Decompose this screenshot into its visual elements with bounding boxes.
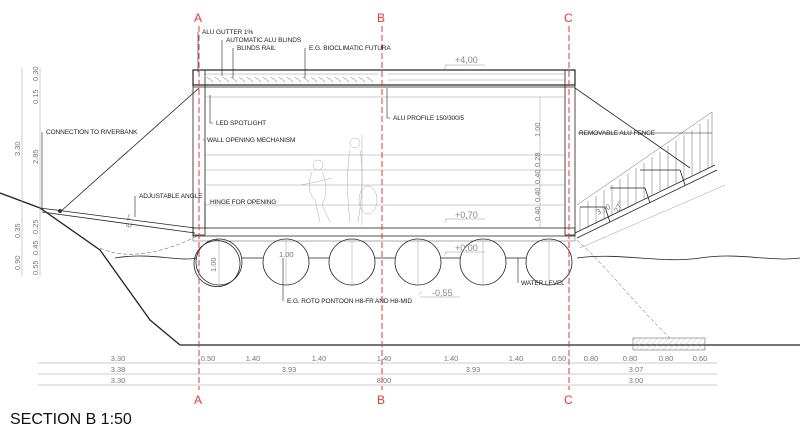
- right-ramp: [574, 164, 718, 239]
- removable-fence: [576, 111, 713, 231]
- pavilion: [192, 69, 576, 242]
- svg-text:3.00: 3.00: [629, 376, 644, 385]
- svg-text:3.30: 3.30: [13, 141, 22, 156]
- svg-text:0.40: 0.40: [533, 187, 542, 202]
- label-hinge: HINGE FOR OPENING: [210, 199, 276, 206]
- svg-text:0.55: 0.55: [31, 260, 40, 275]
- svg-text:3.38: 3.38: [111, 365, 126, 374]
- svg-text:3.07: 3.07: [629, 365, 644, 374]
- right-cable: [574, 87, 691, 169]
- pontoons: [193, 238, 573, 287]
- svg-text:1.40: 1.40: [444, 354, 459, 363]
- svg-text:1.40: 1.40: [312, 354, 327, 363]
- anchor-chain-left: [99, 235, 198, 255]
- svg-text:8.00: 8.00: [377, 376, 392, 385]
- svg-text:0.60: 0.60: [693, 354, 708, 363]
- levels: +4,00 +0,70 +0,00 -0,55: [418, 55, 485, 298]
- svg-text:1.40: 1.40: [509, 354, 524, 363]
- svg-text:1.40: 1.40: [377, 354, 392, 363]
- svg-text:0.90: 0.90: [13, 255, 22, 270]
- svg-text:1.40: 1.40: [246, 354, 261, 363]
- label-automatic-blinds: AUTOMATIC ALU BLINDS: [226, 37, 302, 44]
- section-marker-c-top: C: [564, 11, 573, 25]
- drawing-title: SECTION B 1:50: [10, 411, 132, 428]
- svg-text:3.30: 3.30: [111, 376, 126, 385]
- fence-supports: [580, 169, 686, 223]
- label-adjustable-angle: ADJUSTABLE ANGLE: [139, 193, 203, 200]
- cable-anchor-left: [58, 209, 62, 213]
- level-roof: +4,00: [455, 55, 478, 65]
- section-marker-c-bottom: C: [564, 393, 573, 407]
- label-pontoon: E.G. ROTO PONTOON H8-FR AND H8-MID: [287, 298, 412, 305]
- bottom-dimensions: 3.30 0.50 1.40 1.40 1.40 1.40 1.40 0.50 …: [38, 354, 717, 386]
- blinds: [206, 76, 374, 83]
- left-ramp: [39, 207, 196, 234]
- svg-text:0.15: 0.15: [31, 89, 40, 104]
- section-marker-a-top: A: [194, 11, 202, 25]
- ramp-angle: 27°: [612, 200, 625, 214]
- section-lines: [198, 26, 570, 390]
- left-dimensions: 3.30 2.85 0.30 0.15 0.35 0.25 0.45 0.90 …: [13, 66, 41, 276]
- svg-text:0.28: 0.28: [533, 152, 542, 167]
- left-cable: [59, 87, 200, 213]
- section-marker-b-bottom: B: [377, 393, 385, 407]
- svg-text:0.40: 0.40: [533, 206, 542, 221]
- svg-text:3.30: 3.30: [111, 354, 126, 363]
- label-bioclimatic: E.G. BIOCLIMATIC FUTURA: [309, 45, 391, 52]
- annotations: ALU GUTTER 1% AUTOMATIC ALU BLINDS BLIND…: [46, 29, 656, 305]
- svg-text:0.30: 0.30: [31, 66, 40, 81]
- anchor-block: [632, 337, 706, 351]
- svg-text:0.40: 0.40: [533, 169, 542, 184]
- level-bottom: -0,55: [432, 288, 453, 298]
- pontoon-width: 1.00: [279, 250, 294, 259]
- label-fence: REMOVABLE ALU FENCE: [579, 130, 656, 137]
- label-blinds-rail: BLINDS RAIL: [237, 45, 276, 52]
- section-marker-a-bottom: A: [194, 393, 202, 407]
- svg-text:0.80: 0.80: [623, 354, 638, 363]
- svg-text:0.35: 0.35: [13, 223, 22, 238]
- pontoon-height: 1.00: [209, 257, 218, 272]
- musicians-figure: [299, 135, 378, 225]
- left-ramp-angle: 6.7°: [124, 214, 135, 229]
- ramp-dim-line: [579, 184, 726, 249]
- svg-text:0.50: 0.50: [201, 354, 216, 363]
- label-water-level: WATER LEVEL: [521, 280, 565, 287]
- level-floor: +0,70: [455, 210, 478, 220]
- right-dimensions: 1.00 0.28 0.40 0.40 0.40: [533, 97, 542, 228]
- water-line: [114, 255, 800, 261]
- level-water: +0,00: [455, 243, 478, 253]
- label-led-spotlight: LED SPOTLIGHT: [216, 120, 266, 127]
- svg-text:3.93: 3.93: [466, 365, 481, 374]
- svg-text:3.93: 3.93: [282, 365, 297, 374]
- anchor-chain-right: [576, 239, 671, 339]
- svg-text:0.50: 0.50: [552, 354, 567, 363]
- label-wall-opening: WALL OPENING MECHANISM: [207, 137, 295, 144]
- label-alu-gutter: ALU GUTTER 1%: [202, 29, 253, 36]
- svg-text:1.00: 1.00: [533, 122, 542, 137]
- label-connection-riverbank: CONNECTION TO RIVERBANK: [46, 129, 138, 136]
- label-alu-profile: ALU PROFILE 150/300/5: [393, 115, 464, 122]
- svg-text:0.25: 0.25: [31, 219, 40, 234]
- svg-text:0.80: 0.80: [584, 354, 599, 363]
- svg-text:0.45: 0.45: [31, 240, 40, 255]
- riverbank-ground: [0, 192, 800, 346]
- ramp-length: 3.30: [595, 202, 612, 217]
- leaders: [41, 32, 712, 301]
- section-marker-b-top: B: [377, 11, 385, 25]
- svg-text:2.85: 2.85: [31, 149, 40, 164]
- svg-text:0.80: 0.80: [659, 354, 674, 363]
